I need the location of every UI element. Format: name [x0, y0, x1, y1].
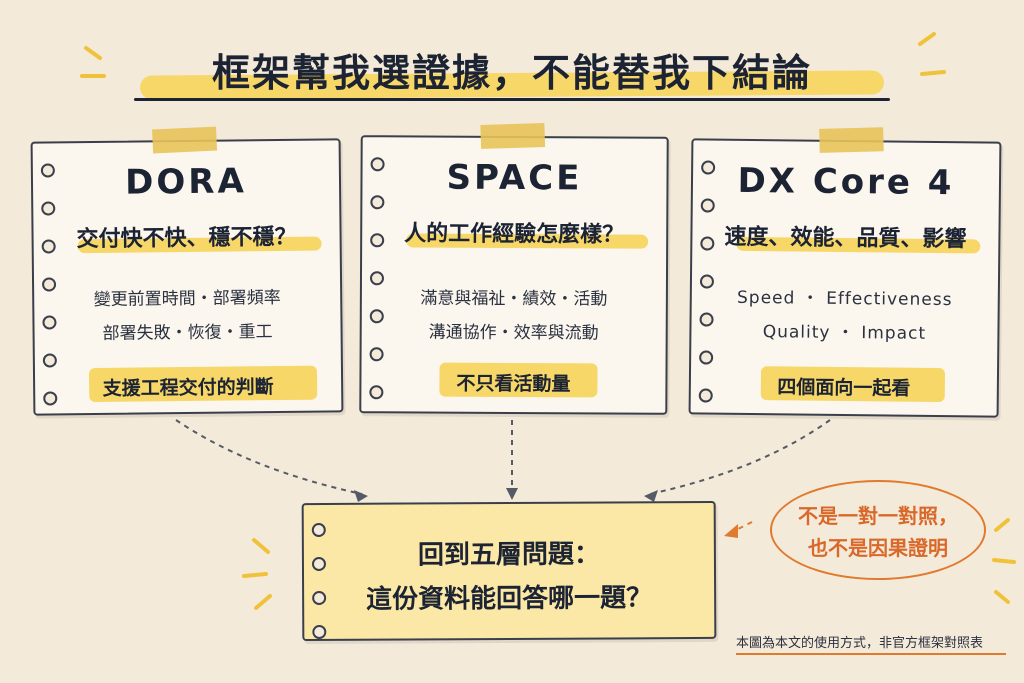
card-line-1: Speed ・ Effectiveness [736, 287, 953, 311]
sparkle-mark [918, 32, 936, 46]
card-question: 速度、效能、品質、影響 [724, 224, 967, 253]
bottom-line-2: 這份資料能回答哪一題？ [366, 583, 653, 615]
tape [480, 123, 546, 149]
card-space: SPACE 人的工作經驗怎麼樣？ 滿意與福祉・績效・活動 溝通協作・效率與流動 … [359, 123, 669, 415]
arrow-dxcore4 [649, 419, 831, 495]
card-dxcore4: DX Core 4 速度、效能、品質、影響 Speed ・ Effectiven… [688, 127, 1002, 418]
card-line-1: 變更前置時間・部署頻率 [93, 288, 281, 310]
sparkle-mark [84, 46, 102, 60]
card-question: 交付快不快、穩不穩？ [76, 224, 297, 253]
note-bubble: 不是一對一對照， 也不是因果證明 [770, 480, 986, 580]
arrowhead-space [506, 488, 518, 500]
sparkle-mark [252, 538, 270, 554]
page-title: 框架幫我選證據，不能替我下結論 [211, 51, 812, 95]
card-line-1: 滿意與福祉・績效・活動 [420, 288, 608, 310]
ring [370, 195, 385, 210]
arrow-dora [175, 419, 363, 495]
note-line-1: 不是一對一對照， [798, 504, 958, 528]
note-line-2: 也不是因果證明 [808, 536, 948, 560]
footnote-underline [736, 653, 1006, 655]
card-question: 人的工作經驗怎麼樣？ [404, 221, 625, 248]
arrowhead-dxcore4 [644, 490, 658, 502]
sparkle-mark [242, 572, 268, 578]
card-line-2: 溝通協作・效率與流動 [428, 322, 599, 344]
tape [819, 127, 884, 153]
ring [369, 347, 384, 362]
card-line-2: Quality ・ Impact [762, 322, 927, 344]
card-dora: DORA 交付快不快、穩不穩？ 變更前置時間・部署頻率 部署失敗・恢復・重工 支… [30, 126, 344, 416]
arrowhead-note [724, 524, 738, 538]
ring [42, 353, 57, 368]
title-block: 框架幫我選證據，不能替我下結論 [130, 28, 894, 108]
card-footer: 四個面向一起看 [777, 376, 911, 400]
tape [152, 126, 218, 154]
sparkle-mark [920, 70, 946, 76]
sparkle-mark [254, 594, 272, 610]
ring [699, 350, 714, 365]
card-footer: 支援工程交付的判斷 [102, 376, 274, 400]
sparkle-mark [994, 590, 1010, 604]
title-underline [134, 98, 890, 101]
sparkle-mark [994, 518, 1010, 532]
arrowhead-dora [354, 490, 368, 502]
footnote: 本圖為本文的使用方式，非官方框架對照表 [736, 636, 984, 651]
card-footer: 不只看活動量 [456, 372, 571, 396]
card-title: DORA [124, 161, 248, 203]
card-line-2: 部署失敗・恢復・重工 [102, 322, 273, 344]
ring [312, 624, 327, 640]
card-title: DX Core 4 [737, 160, 955, 204]
bottom-line-1: 回到五層問題： [417, 539, 600, 571]
bottom-card: 回到五層問題： 這份資料能回答哪一題？ [301, 500, 717, 642]
sparkle-mark [992, 558, 1016, 564]
card-title: SPACE [446, 157, 583, 199]
